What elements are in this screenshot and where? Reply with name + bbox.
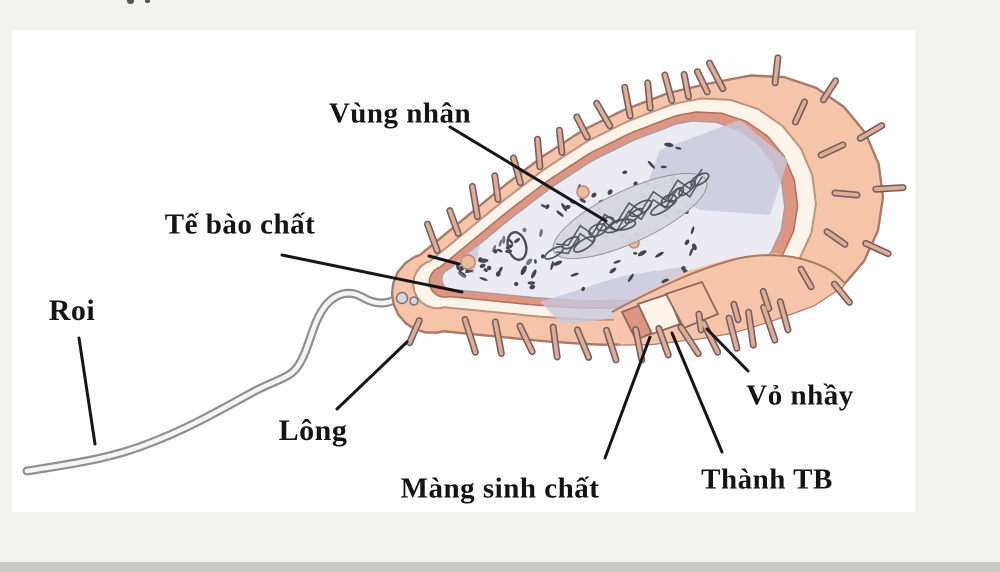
label-capsule: Vỏ nhầy (746, 379, 854, 412)
pili-fills (407, 55, 905, 362)
nucleoid-pointer-line (448, 125, 608, 223)
cropped-text-mark (127, 0, 134, 4)
label-cytoplasm: Tế bào chất (164, 208, 316, 241)
wall-pointer-line (670, 331, 724, 454)
capsule-pointer-line (705, 327, 750, 373)
bottom-gray-bar (0, 562, 1000, 572)
flagellum (22, 288, 415, 476)
membrane-pointer-line (603, 335, 652, 460)
inclusion-ring (506, 231, 528, 261)
label-nucleoid: Vùng nhân (328, 97, 472, 130)
flagellum-pointer-line (77, 336, 97, 446)
cropped-text-mark (145, 0, 150, 3)
label-flagellum: Roi (48, 294, 96, 327)
granule (576, 185, 590, 199)
cytoplasm-pointer-line (280, 253, 464, 294)
capsule-cut-edge (664, 280, 720, 330)
cytoplasm-pointer-tick (427, 254, 461, 266)
label-pilus: Lông (278, 414, 348, 447)
label-plasma-membrane: Màng sinh chất (400, 472, 600, 505)
cut-edge-flange (620, 280, 720, 342)
pilus-pointer-line (335, 340, 409, 411)
flagellum-basal-body (395, 291, 419, 306)
pointer-lines (77, 125, 750, 460)
granule (460, 254, 476, 270)
nucleoid-region (544, 168, 710, 260)
label-cell-wall: Thành TB (701, 463, 833, 496)
